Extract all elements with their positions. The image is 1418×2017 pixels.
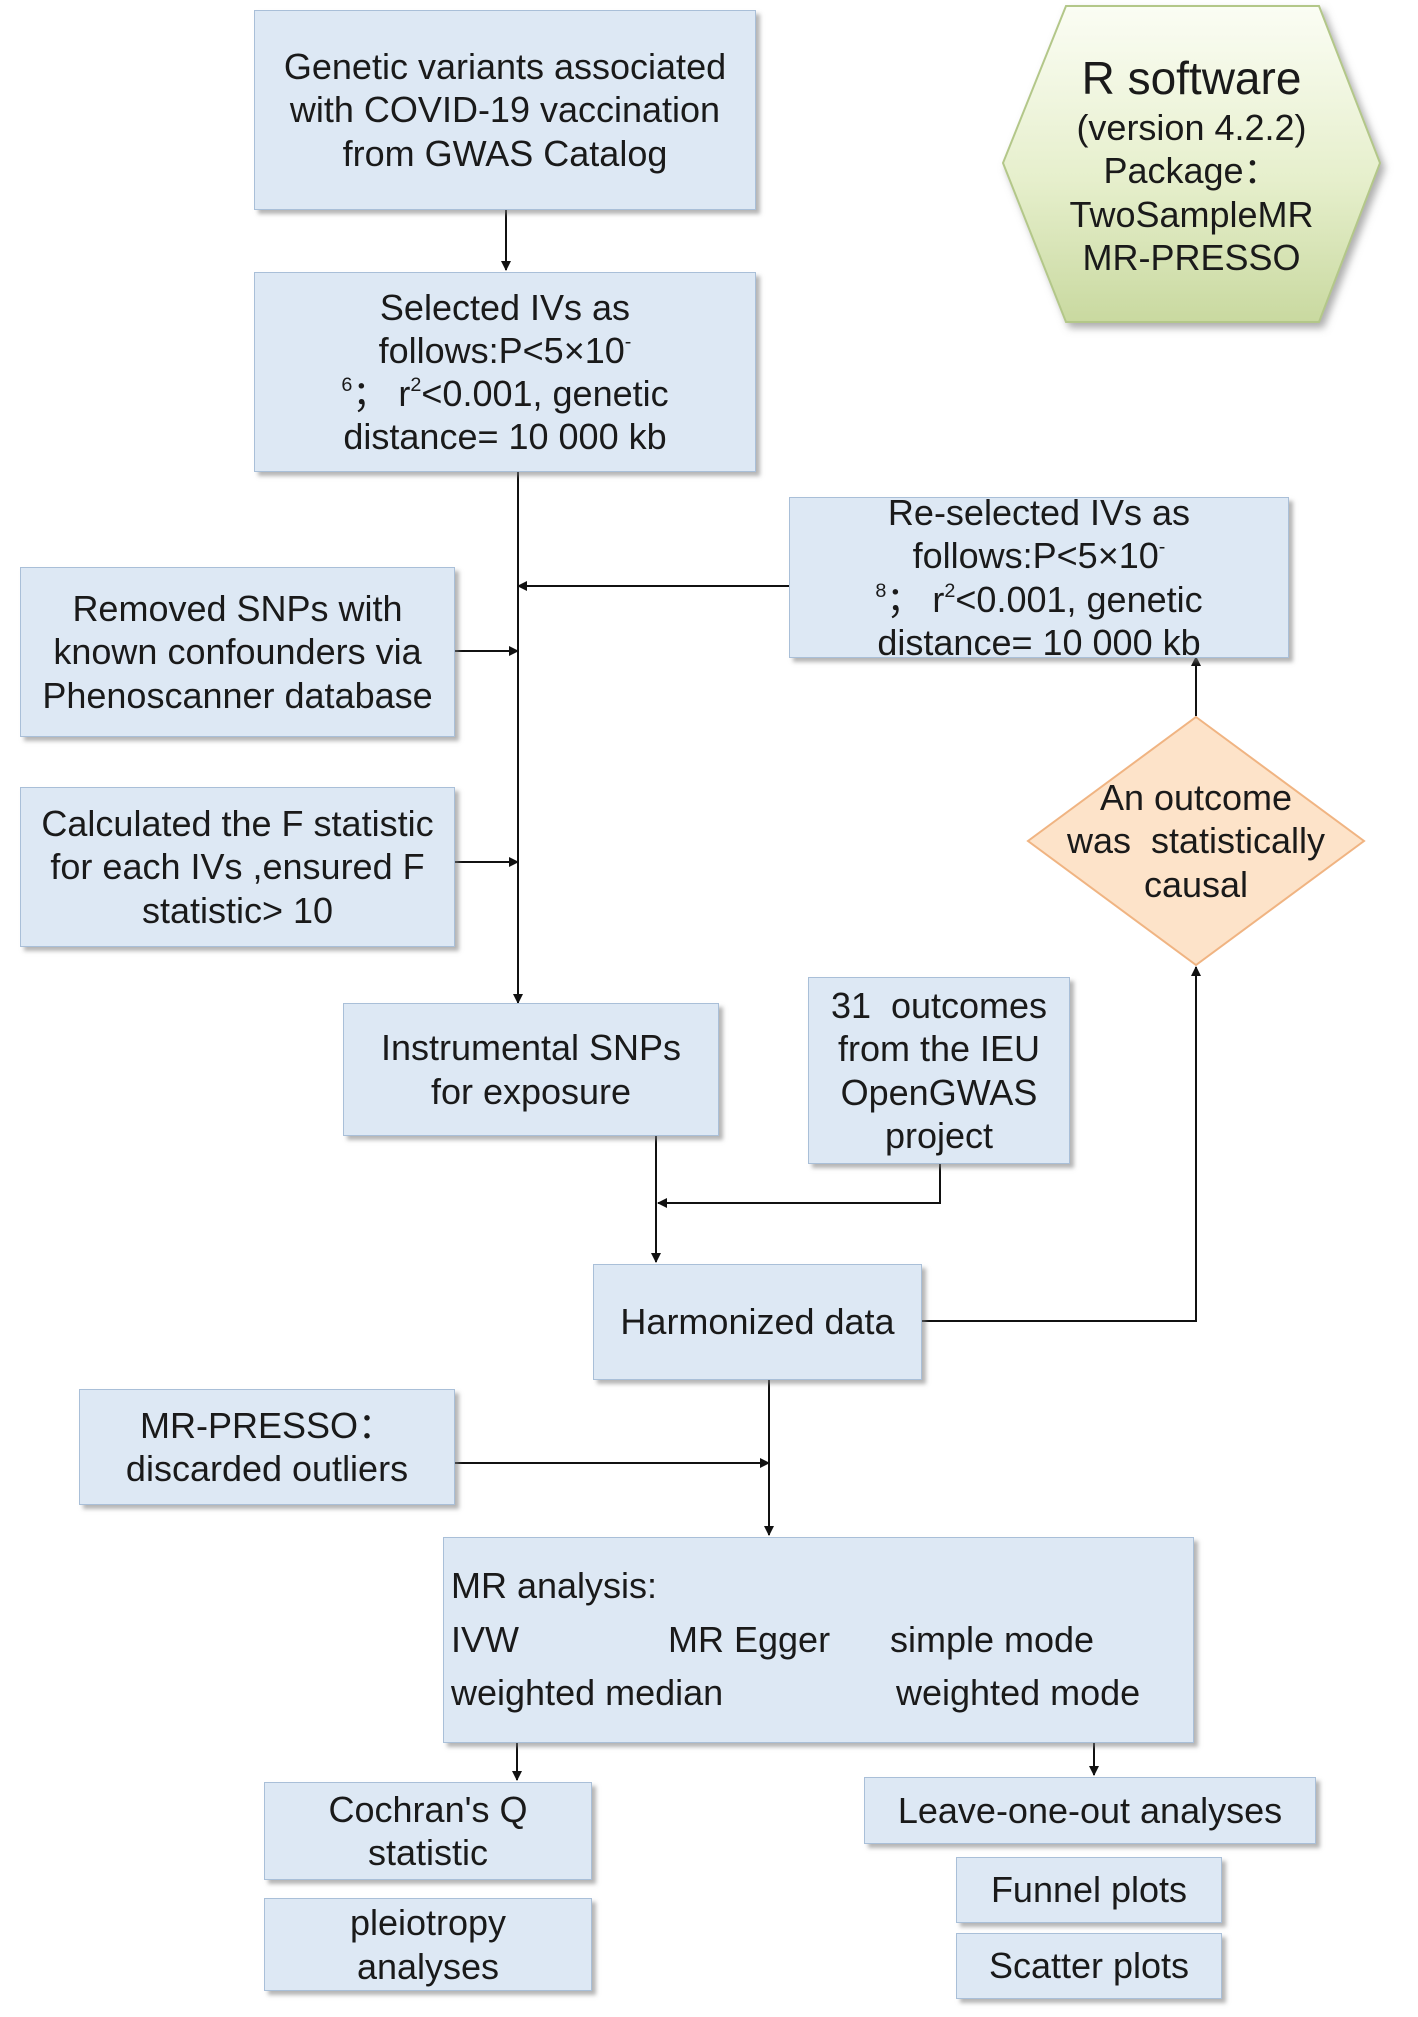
software-hexagon-shape xyxy=(1001,5,1382,323)
instrumental-snps-line-2: for exposure xyxy=(430,1070,632,1112)
selected-ivs-r-squared: 2 xyxy=(410,374,422,397)
reselected-ivs-line-3: 8； r2<0.001, genetic xyxy=(875,578,1202,621)
method-weighted-median: weighted median xyxy=(451,1672,724,1713)
reselected-ivs-line-3-b: <0.001, genetic xyxy=(955,578,1203,620)
method-ivw: IVW xyxy=(451,1619,519,1660)
reselected-ivs-line-2: follows:P<5×10- xyxy=(913,534,1166,577)
pleiotropy-line-2: analyses xyxy=(356,1945,500,1987)
decision-line-1: An outcome xyxy=(1099,777,1293,819)
r-software-label: R software (version 4.2.2) Package： TwoS… xyxy=(1003,40,1380,290)
decision-diamond-shape xyxy=(1026,715,1366,967)
arrow-harmonized-to-decision xyxy=(922,966,1201,1322)
funnel-plots-label: Funnel plots xyxy=(990,1869,1188,1911)
decision-line-3: causal xyxy=(1143,863,1249,905)
r-software-package-2: MR-PRESSO xyxy=(1082,236,1301,278)
arrow-outcomes-to-merge xyxy=(657,1164,941,1208)
mr-presso-line-2: discarded outliers xyxy=(125,1448,409,1489)
selected-ivs-line-4: distance= 10 000 kb xyxy=(343,416,667,458)
f-statistic-box: Calculated the F statistic for each IVs … xyxy=(20,787,455,947)
f-statistic-line-3: statistic> 10 xyxy=(141,889,334,931)
scatter-plots-box: Scatter plots xyxy=(956,1933,1222,1999)
pleiotropy-box: pleiotropy analyses xyxy=(264,1898,592,1991)
genetic-variants-line-3: from GWAS Catalog xyxy=(342,132,668,174)
reselected-ivs-exponent-sign: - xyxy=(1158,536,1166,559)
selected-ivs-line-2: follows:P<5×10- xyxy=(379,329,632,372)
selected-ivs-line-2-text: follows:P<5×10 xyxy=(378,329,625,371)
harmonized-data-box: Harmonized data xyxy=(593,1264,922,1380)
genetic-variants-line-2: with COVID-19 vaccination xyxy=(289,89,721,131)
outcome-causal-decision: An outcome was statistically causal xyxy=(1028,717,1364,965)
selected-ivs-box: Selected IVs as follows:P<5×10- 6； r2<0.… xyxy=(254,272,756,472)
outcomes-line-1: 31 outcomes xyxy=(830,985,1048,1027)
reselected-ivs-line-2-text: follows:P<5×10 xyxy=(912,535,1159,577)
harmonized-data-label: Harmonized data xyxy=(620,1301,895,1343)
method-weighted-mode: weighted mode xyxy=(896,1672,1141,1713)
mr-presso-line-1: MR-PRESSO： xyxy=(139,1404,395,1446)
f-statistic-line-1: Calculated the F statistic xyxy=(41,803,434,845)
reselected-ivs-exponent-digit: 8 xyxy=(875,579,887,602)
instrumental-snps-box: Instrumental SNPs for exposure xyxy=(343,1003,719,1136)
cochrans-q-box: Cochran's Q statistic xyxy=(264,1782,592,1880)
f-statistic-line-2: for each IVs ,ensured F xyxy=(50,846,425,888)
selected-ivs-line-3-a: ； r xyxy=(352,373,411,414)
selected-ivs-exponent-sign: - xyxy=(624,330,632,353)
reselected-ivs-line-3-a: ； r xyxy=(886,578,945,620)
selected-ivs-exponent-digit: 6 xyxy=(341,374,353,397)
funnel-plots-box: Funnel plots xyxy=(956,1857,1222,1923)
r-software-package-1: TwoSampleMR xyxy=(1069,193,1314,235)
mr-analysis-heading: MR analysis: xyxy=(451,1565,658,1606)
outcomes-line-2: from the IEU xyxy=(837,1028,1041,1070)
reselected-ivs-line-4: distance= 10 000 kb xyxy=(877,621,1201,663)
genetic-variants-box: Genetic variants associated with COVID-1… xyxy=(254,10,756,210)
leave-one-out-label: Leave-one-out analyses xyxy=(897,1789,1283,1831)
removed-snps-line-3: Phenoscanner database xyxy=(42,674,433,716)
decision-line-2: was statistically xyxy=(1066,820,1326,862)
leave-one-out-box: Leave-one-out analyses xyxy=(864,1777,1316,1844)
mr-presso-outliers-box: MR-PRESSO： discarded outliers xyxy=(79,1389,455,1505)
selected-ivs-line-1: Selected IVs as xyxy=(379,286,631,328)
selected-ivs-line-3-b: <0.001, genetic xyxy=(421,373,669,414)
cochrans-q-line-1: Cochran's Q xyxy=(328,1788,528,1830)
genetic-variants-line-1: Genetic variants associated xyxy=(283,46,727,88)
removed-snps-line-1: Removed SNPs with xyxy=(72,588,403,630)
pleiotropy-line-1: pleiotropy xyxy=(349,1902,507,1944)
reselected-ivs-line-1: Re-selected IVs as xyxy=(887,492,1191,534)
scatter-plots-label: Scatter plots xyxy=(988,1945,1190,1987)
removed-snps-line-2: known confounders via xyxy=(53,631,422,673)
removed-snps-box: Removed SNPs with known confounders via … xyxy=(20,567,455,737)
selected-ivs-line-3: 6； r2<0.001, genetic xyxy=(341,372,668,415)
outcomes-box: 31 outcomes from the IEU OpenGWAS projec… xyxy=(808,977,1070,1164)
r-software-package-label: Package： xyxy=(1103,150,1280,192)
outcomes-line-4: project xyxy=(884,1114,994,1156)
instrumental-snps-line-1: Instrumental SNPs xyxy=(380,1027,682,1069)
r-software-version: (version 4.2.2) xyxy=(1076,107,1307,149)
method-simple-mode: simple mode xyxy=(890,1619,1095,1660)
method-mr-egger: MR Egger xyxy=(668,1619,831,1660)
mr-analysis-box: MR analysis: IVW MR Egger simple mode we… xyxy=(443,1537,1194,1743)
reselected-ivs-box: Re-selected IVs as follows:P<5×10- 8； r2… xyxy=(789,492,1289,663)
outcomes-line-3: OpenGWAS xyxy=(840,1071,1038,1113)
r-software-title: R software xyxy=(1081,52,1302,105)
cochrans-q-line-2: statistic xyxy=(367,1832,489,1873)
reselected-ivs-r-squared: 2 xyxy=(944,579,956,602)
